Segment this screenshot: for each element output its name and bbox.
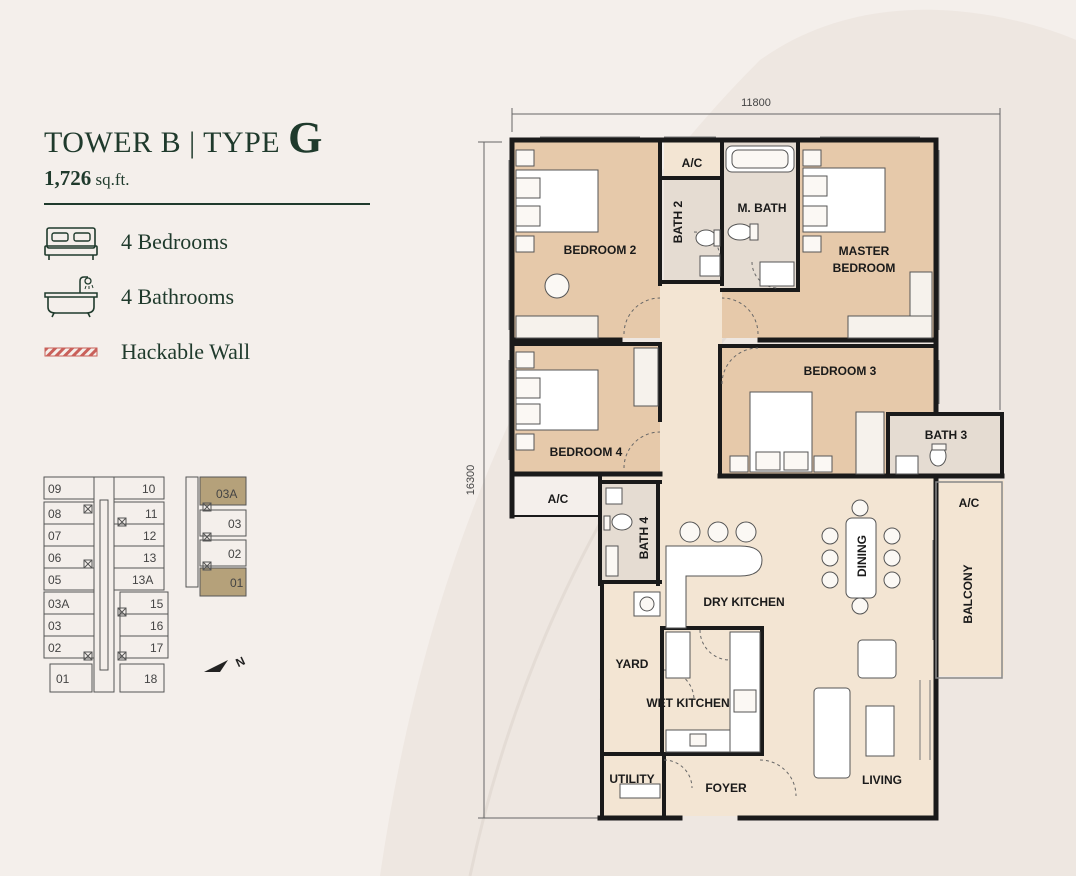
legend-hackable-wall: Hackable Wall	[44, 332, 250, 372]
legend-bathrooms-label: 4 Bathrooms	[121, 284, 235, 309]
legend-hackable-label: Hackable Wall	[121, 339, 251, 364]
legend-bedrooms: 4 Bedrooms	[44, 222, 228, 262]
unit-area: 1,726 sq.ft.	[44, 166, 130, 191]
type-letter: G	[288, 113, 323, 162]
bathtub-icon	[44, 276, 98, 318]
area-value: 1,726	[44, 166, 92, 190]
unit-title: TOWER B | TYPE G	[44, 112, 323, 163]
legend-bedrooms-label: 4 Bedrooms	[121, 229, 228, 254]
area-unit: sq.ft.	[91, 170, 130, 189]
bed-icon	[44, 227, 98, 260]
tower-label: TOWER B | TYPE	[44, 126, 289, 159]
hackable-wall-swatch	[44, 347, 98, 357]
heading-divider	[44, 203, 370, 205]
legend-bathrooms: 4 Bathrooms	[44, 276, 234, 318]
